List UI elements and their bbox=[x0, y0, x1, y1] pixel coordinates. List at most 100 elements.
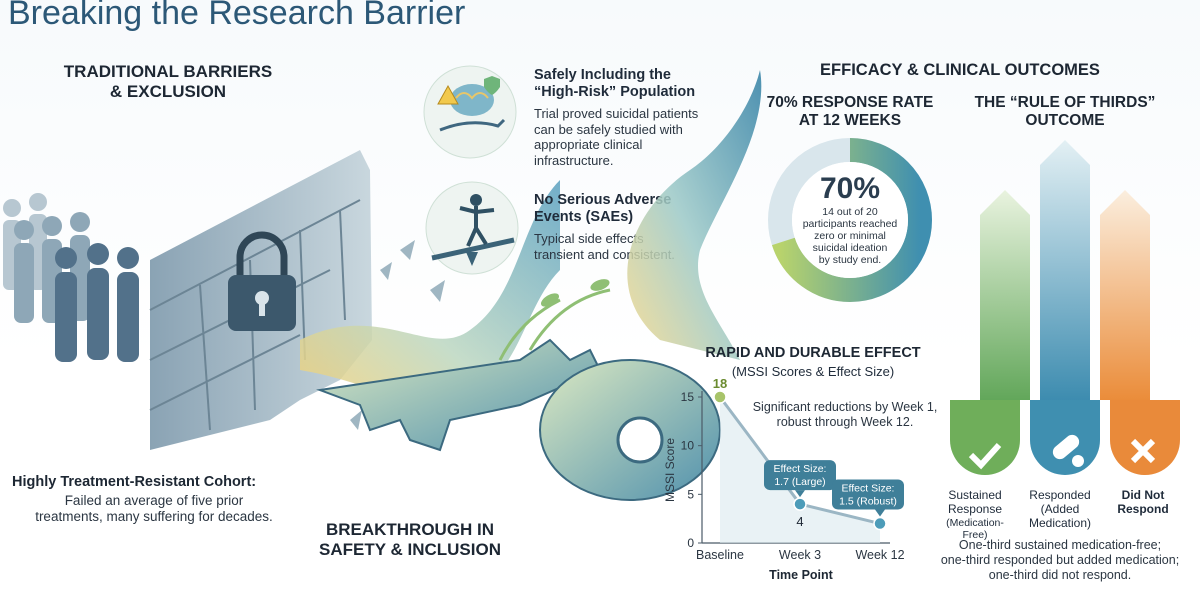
response-donut bbox=[768, 138, 932, 302]
sae-title: No Serious Adverse Events (SAEs) bbox=[534, 192, 671, 227]
thirds-summary-line3: one-third did not respond. bbox=[988, 568, 1132, 582]
safety-description: Trial proved suicidal patients can be sa… bbox=[534, 106, 698, 168]
thirds-summary: One-third sustained medication-free; one… bbox=[925, 538, 1195, 583]
effect-note: Significant reductions by Week 1, robust… bbox=[735, 400, 955, 430]
cohort-title: Highly Treatment-Resistant Cohort: bbox=[12, 474, 257, 490]
x-tick-label-0: Baseline bbox=[696, 548, 744, 562]
sae-title-line2: Events (SAEs) bbox=[534, 209, 634, 226]
mssi-value-label-0: 18 bbox=[713, 376, 727, 391]
effect-note-line1: Significant reductions by Week 1, bbox=[752, 400, 938, 414]
breakthrough-heading: BREAKTHROUGH IN SAFETY & INCLUSION bbox=[300, 520, 520, 559]
responded-label-line1: Responded bbox=[1029, 488, 1091, 502]
padlock-icon bbox=[228, 231, 296, 331]
responded-label-line2: (Added bbox=[1040, 501, 1080, 516]
donut-fill bbox=[768, 138, 932, 302]
page-title: Breaking the Research Barrier bbox=[8, 0, 466, 32]
safety-title-line1: Safely Including the bbox=[534, 67, 671, 83]
safety-description-line4: infrastructure. bbox=[534, 152, 614, 168]
key-illustration bbox=[316, 70, 762, 501]
cohort-description: Failed an average of five prior treatmen… bbox=[14, 493, 294, 525]
effect-size-box-0 bbox=[764, 460, 836, 491]
not-respond-label-line2: Respond bbox=[1117, 501, 1169, 516]
wall-shards-icon bbox=[350, 240, 445, 430]
cohort-description-line2: treatments, many suffering for decades. bbox=[35, 509, 273, 525]
response-description-line5: by study end. bbox=[818, 254, 882, 267]
crowd-icon bbox=[3, 193, 139, 362]
x-tick-label-2: Week 12 bbox=[855, 548, 904, 562]
effect-title: RAPID AND DURABLE EFFECT bbox=[705, 345, 921, 361]
response-description-line3: zero or minimal bbox=[814, 230, 886, 243]
sustained-label-line2: Response bbox=[947, 501, 1003, 516]
mssi-point-0 bbox=[713, 390, 727, 404]
sustained-arrow bbox=[980, 190, 1030, 405]
safety-title-line2: “High-Risk” Population bbox=[534, 84, 696, 101]
barrier-illustration bbox=[3, 150, 560, 450]
brain-hand-icon bbox=[423, 65, 517, 159]
responded-label: Responded (Added Medication) bbox=[1020, 488, 1100, 530]
thirds-summary-line2: one-third responded but added medication… bbox=[940, 553, 1180, 567]
balance-icon bbox=[425, 181, 519, 275]
safety-title: Safely Including the “High-Risk” Populat… bbox=[534, 67, 695, 102]
x-tick-label-1: Week 3 bbox=[779, 548, 821, 562]
responded-badge bbox=[1030, 400, 1100, 475]
safety-description-line3: appropriate clinical bbox=[534, 137, 643, 153]
thirds-summary-line1: One-third sustained medication-free; bbox=[958, 538, 1162, 552]
check-icon bbox=[968, 442, 1002, 470]
not-respond-label: Did Not Respond bbox=[1108, 488, 1178, 517]
effect-size-box-1 bbox=[832, 479, 904, 510]
y-tick-label-0: 0 bbox=[687, 536, 694, 550]
sustained-label-line3: (Medication-Free) bbox=[946, 516, 1004, 541]
y-tick-label-2: 10 bbox=[681, 439, 695, 453]
thirds-arrows bbox=[950, 140, 1180, 495]
x-axis-title: Time Point bbox=[769, 568, 834, 582]
mssi-point-1 bbox=[793, 497, 807, 511]
effect-subtitle: (MSSI Scores & Effect Size) bbox=[731, 364, 895, 379]
y-tick-label-3: 15 bbox=[681, 390, 695, 404]
safety-description-line2: can be safely studied with bbox=[534, 121, 683, 137]
effect-size-label-0-line2: 1.7 (Large) bbox=[774, 476, 825, 488]
effect-note-line2: robust through Week 12. bbox=[776, 415, 914, 429]
not-respond-badge bbox=[1110, 400, 1180, 475]
mssi-point-2 bbox=[873, 516, 887, 531]
mssi-value-label-1: 4 bbox=[796, 514, 803, 529]
response-title-line2: AT 12 WEEKS bbox=[798, 111, 902, 129]
sae-description-line1: Typical side effects bbox=[534, 231, 644, 246]
sae-title-line1: No Serious Adverse bbox=[534, 192, 672, 208]
responded-label-line3: Medication) bbox=[1028, 515, 1092, 530]
thirds-title-line2: OUTCOME bbox=[1025, 111, 1105, 129]
barriers-heading: TRADITIONAL BARRIERS & EXCLUSION bbox=[18, 62, 318, 101]
cohort-description-line1: Failed an average of five prior bbox=[64, 493, 244, 508]
response-description-line4: suicidal ideation bbox=[812, 242, 888, 255]
effect-size-pointer-1 bbox=[875, 509, 885, 517]
sustained-badge bbox=[950, 400, 1020, 475]
mssi-area bbox=[720, 397, 880, 543]
y-tick-label-1: 5 bbox=[687, 487, 694, 501]
sustained-label-line1: Sustained bbox=[948, 488, 1002, 502]
donut-center: 70% 14 out of 20 participants reached ze… bbox=[790, 172, 910, 266]
response-big-value: 70% bbox=[819, 172, 881, 205]
response-description: 14 out of 20 participants reached zero o… bbox=[790, 206, 910, 266]
response-title-line1: 70% RESPONSE RATE bbox=[766, 94, 934, 111]
response-description-line1: 14 out of 20 bbox=[822, 206, 878, 218]
effect-size-pointer-0 bbox=[795, 490, 805, 498]
breakthrough-heading-line2: SAFETY & INCLUSION bbox=[319, 539, 501, 559]
effect-size-label-1-line2: 1.5 (Robust) bbox=[839, 496, 897, 508]
key-icon bbox=[316, 279, 721, 501]
response-description-line2: participants reached bbox=[802, 218, 898, 231]
safety-description-line1: Trial proved suicidal patients bbox=[534, 106, 699, 121]
breakthrough-heading-line1: BREAKTHROUGH IN bbox=[325, 520, 495, 539]
not-respond-label-line1: Did Not bbox=[1121, 488, 1165, 502]
ribbon-icon bbox=[627, 70, 762, 360]
thirds-title-line1: THE “RULE OF THIRDS” bbox=[974, 94, 1156, 111]
x-icon bbox=[1130, 438, 1156, 464]
pill-icon bbox=[1052, 434, 1084, 467]
effect-size-label-1-line1: Effect Size: bbox=[842, 483, 895, 495]
barriers-heading-line2: & EXCLUSION bbox=[109, 81, 227, 101]
effect-size-label-0-line1: Effect Size: bbox=[774, 463, 827, 475]
y-axis-title: MSSI Score bbox=[663, 438, 677, 502]
efficacy-heading: EFFICACY & CLINICAL OUTCOMES bbox=[820, 61, 1100, 79]
thirds-title: THE “RULE OF THIRDS” OUTCOME bbox=[960, 94, 1170, 130]
flow-stream-icon bbox=[300, 180, 560, 401]
sustained-label: Sustained Response (Medication-Free) bbox=[935, 488, 1015, 541]
